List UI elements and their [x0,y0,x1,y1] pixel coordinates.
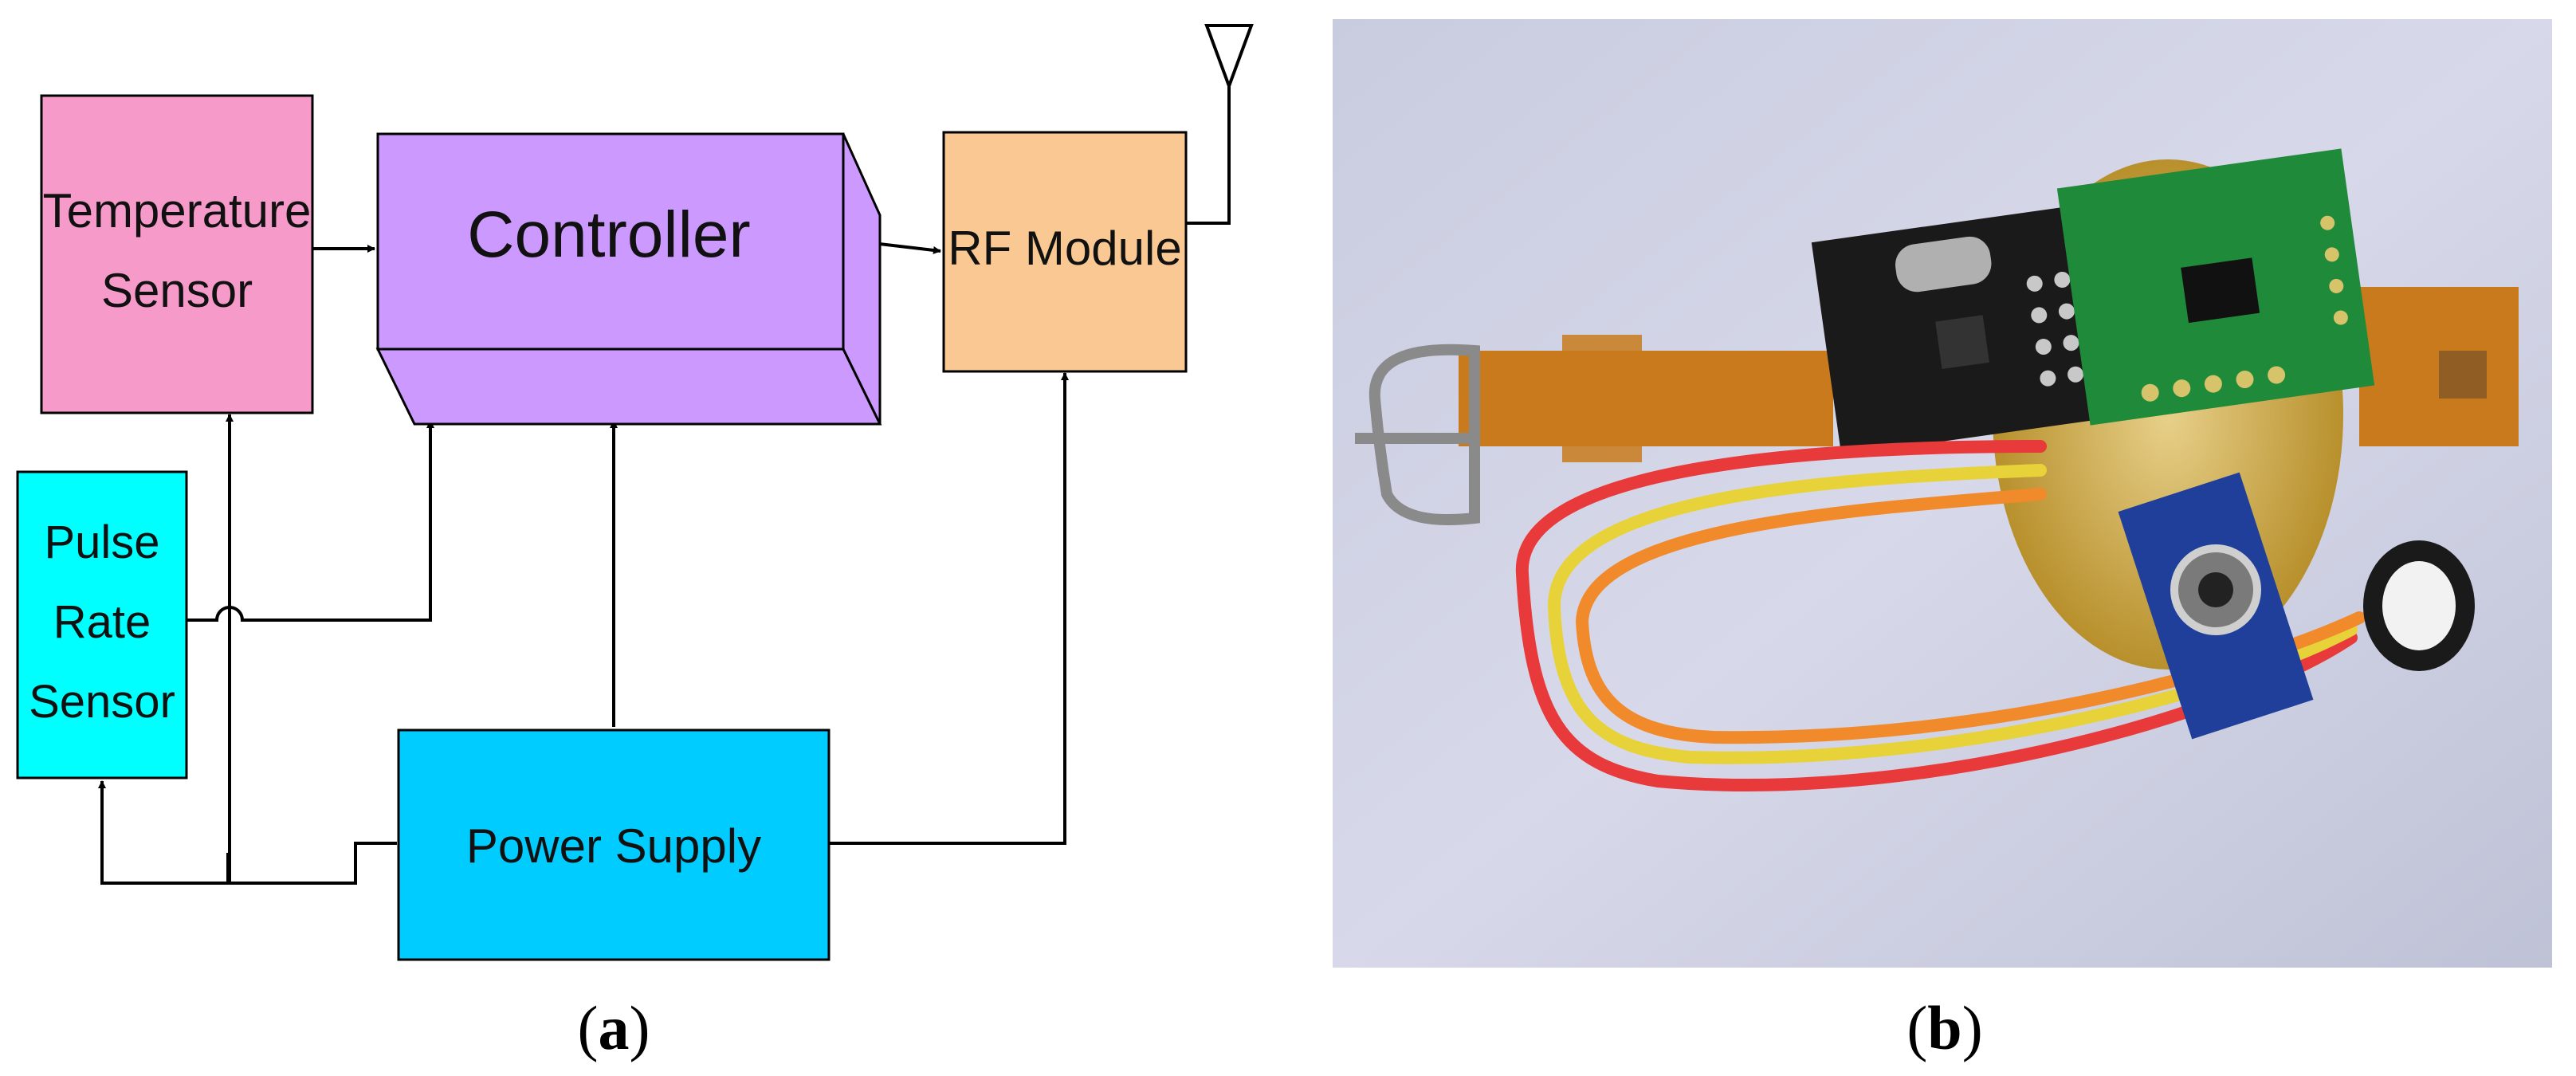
controller-label: Controller [467,198,750,271]
controller-board [2056,148,2375,426]
pulse-rate-sensor-block: Pulse Rate Sensor [16,470,188,780]
pulse-rate-sensor-label-line2: Rate [53,596,151,648]
controller-face-bottom [375,348,882,426]
antenna-feed [1186,86,1231,225]
strap-left [1459,351,1833,446]
power-supply-label: Power Supply [466,819,761,873]
edge-power-to-rf [829,372,1069,845]
temperature-sensor-box [40,94,314,414]
temperature-sensor-label-line1: Temperature [43,184,312,238]
rf-module-label: RF Module [948,222,1181,275]
antenna-icon [1204,24,1254,91]
controller-board-pads [2141,215,2348,402]
pulse-rate-sensor-label-line1: Pulse [44,516,159,568]
edge-power-to-pulse [98,780,230,885]
watch-strap [1459,287,2519,462]
edge-power-to-temperature [226,414,397,885]
temperature-sensor-board [2118,472,2314,740]
crystal-icon [1895,236,1992,293]
wire-yellow [1547,464,2358,764]
rf-board-header-pins [2026,271,2084,387]
temperature-sensor-label-line2: Sensor [101,264,253,317]
controller-chip-icon [2181,257,2260,324]
diagram-connectors [98,86,1231,885]
pulse-sensor-disc [2363,540,2475,671]
pulse-rate-sensor-box [16,470,188,780]
rf-chip-icon [1935,315,1989,370]
jumper-wires [1515,440,2366,791]
rf-board [1811,206,2103,456]
temperature-sensor-block: Temperature Sensor [40,94,314,414]
wire-red [1515,440,2358,791]
edge-pulse-to-controller [187,420,434,622]
pulse-sensor-face [2382,561,2456,650]
caption-b-letter: b [1927,993,1961,1062]
power-supply-block: Power Supply [397,728,831,961]
ir-sensor-window [2198,572,2233,607]
power-supply-box [397,728,831,961]
photo-background [1333,19,2552,968]
block-diagram-panel: Temperature Sensor Controller RF Module … [16,24,1254,1062]
buckle-icon [1355,344,1480,525]
wire-orange [1575,488,2366,744]
caption-b: (b) [1906,993,1982,1062]
caption-a-letter: a [599,993,630,1062]
caption-b-close-paren: ) [1962,993,1983,1062]
rf-module-box [942,131,1188,373]
strap-right-patch [2439,351,2487,399]
strap-loop [1562,335,1642,462]
device-photo-panel: (b) [1333,19,2552,1062]
caption-a: (a) [578,993,650,1062]
caption-a-close-paren: ) [630,993,650,1062]
controller-block: Controller [375,132,882,426]
caption-a-open-paren: ( [578,993,599,1062]
caption-b-open-paren: ( [1906,993,1927,1062]
rf-module-block: RF Module [942,131,1188,373]
pulse-rate-sensor-label-line3: Sensor [29,676,175,728]
